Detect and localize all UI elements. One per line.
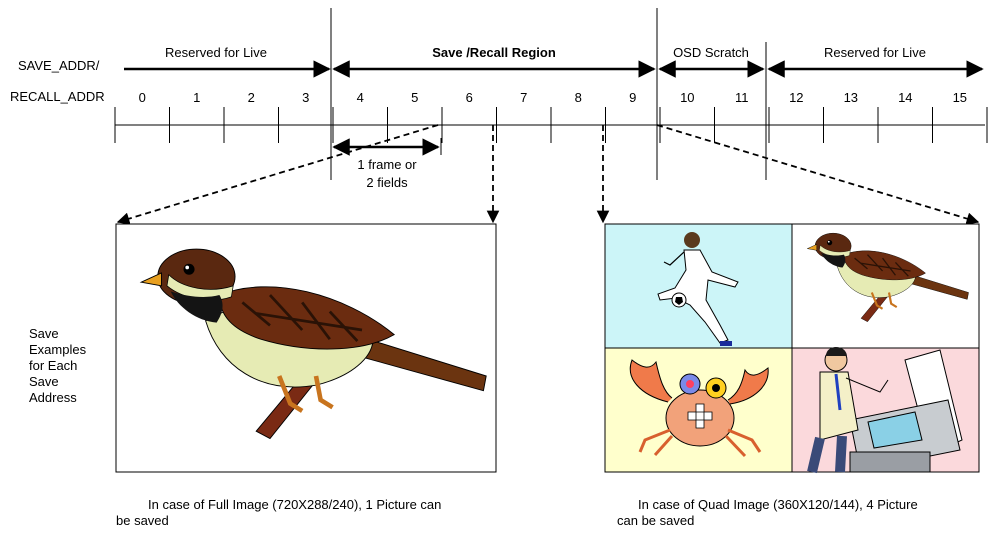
address-number-14: 14 <box>898 90 912 105</box>
full-image-example <box>115 223 497 473</box>
frame-note-line2: 2 fields <box>366 175 408 190</box>
side-label-line: Save <box>29 374 59 389</box>
frame-note-line1: 1 frame or <box>357 157 417 172</box>
region-label-osd-scratch: OSD Scratch <box>673 45 749 60</box>
side-label-line: Save <box>29 326 59 341</box>
address-number-10: 10 <box>680 90 694 105</box>
address-number-1: 1 <box>193 90 200 105</box>
side-label-line: Address <box>29 390 77 405</box>
man-at-copier-image <box>807 347 963 474</box>
address-number-12: 12 <box>789 90 803 105</box>
soccer-player-image <box>657 232 739 346</box>
address-number-13: 13 <box>844 90 858 105</box>
address-ticks <box>114 107 988 143</box>
address-number-3: 3 <box>302 90 309 105</box>
address-number-4: 4 <box>357 90 364 105</box>
address-number-9: 9 <box>629 90 636 105</box>
side-label-line: Examples <box>29 342 87 357</box>
caption-full-line2: be saved <box>116 513 169 528</box>
quad-image-example <box>604 223 980 474</box>
region-label-save-recall: Save /Recall Region <box>432 45 556 60</box>
crab-image <box>629 359 769 458</box>
region-label-reserved-live-left: Reserved for Live <box>165 45 267 60</box>
side-label-save-examples: Save Examples for Each Save Address <box>29 326 109 406</box>
address-number-0: 0 <box>139 90 146 105</box>
address-number-8: 8 <box>575 90 582 105</box>
caption-quad-line2: can be saved <box>617 513 695 528</box>
address-number-2: 2 <box>248 90 255 105</box>
region-label-reserved-live-right: Reserved for Live <box>824 45 926 60</box>
axis-label-recall-addr: RECALL_ADDR <box>10 89 105 104</box>
axis-label-save-addr: SAVE_ADDR/ <box>18 58 100 73</box>
caption-quad-line1: In case of Quad Image (360X120/144), 4 P… <box>638 497 918 512</box>
address-number-7: 7 <box>520 90 527 105</box>
address-number-15: 15 <box>953 90 967 105</box>
side-label-line: for Each <box>29 358 78 373</box>
address-number-5: 5 <box>411 90 418 105</box>
address-number-6: 6 <box>466 90 473 105</box>
caption-full-line1: In case of Full Image (720X288/240), 1 P… <box>148 497 442 512</box>
address-number-11: 11 <box>735 90 749 105</box>
